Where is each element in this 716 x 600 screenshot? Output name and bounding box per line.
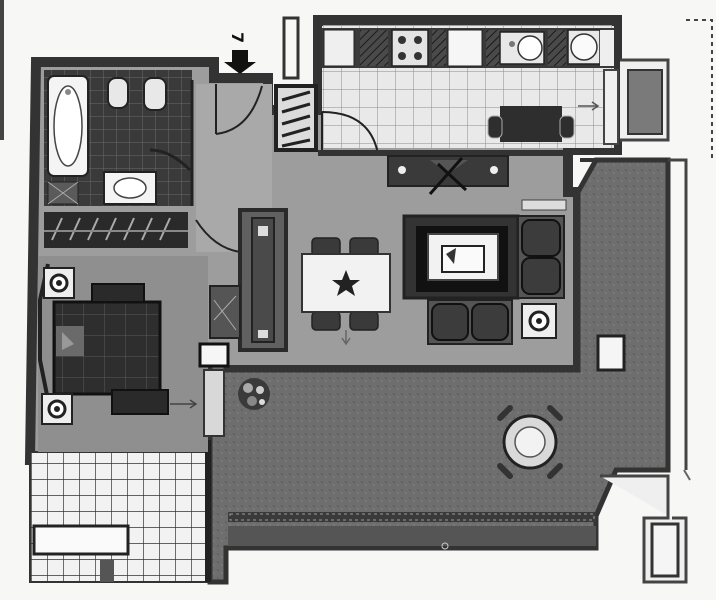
bookshelf [238, 208, 288, 352]
wardrobe [44, 212, 188, 248]
right-outline [600, 19, 713, 584]
bedroom [38, 256, 241, 452]
neighbor-grid [29, 440, 211, 583]
entrance-marker: 7 [224, 32, 256, 74]
dining-table [301, 237, 391, 346]
kitchen [321, 26, 614, 155]
sideboard [387, 155, 509, 195]
stair-shaft [274, 16, 318, 152]
bathroom [44, 70, 194, 206]
entrance-number: 7 [228, 32, 247, 43]
living-seating [402, 199, 567, 345]
terrace-furniture [238, 334, 626, 479]
